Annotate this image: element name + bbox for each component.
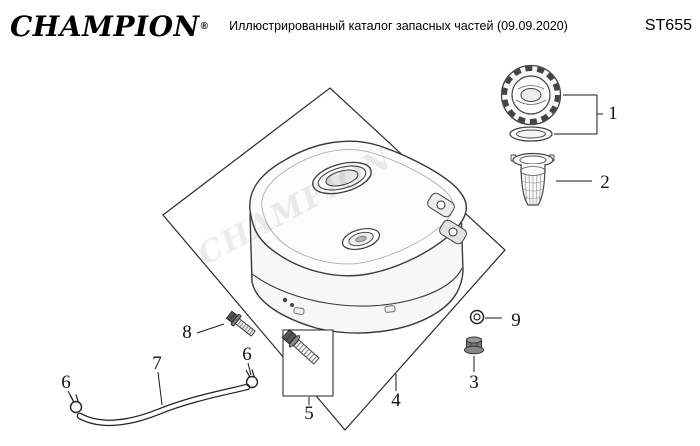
tank-mounting-tabs [427,192,467,245]
tank-filler-neck [312,161,372,195]
part-nut [464,336,484,355]
model-number: ST655 [644,17,692,34]
part-fuel-filter [510,152,555,206]
tank-outlet-port [341,227,381,251]
part-label-4: 4 [391,390,401,411]
part-clamp-upper [245,369,259,389]
registered-mark: ® [200,21,208,33]
part-label-7: 7 [152,353,162,374]
part-cap-gasket [509,126,553,142]
catalog-title: Иллюстрированный каталог запасных частей… [229,19,568,33]
part-labels: 1 2 3 4 5 6 6 7 8 9 [61,103,618,424]
part-washer [469,309,485,325]
part-label-9: 9 [511,310,521,331]
leader-lines [67,94,603,406]
part-label-1: 1 [608,103,618,124]
part-fuel-cap [500,64,562,126]
part-label-5: 5 [304,403,314,424]
part-label-8: 8 [182,322,192,343]
champion-logo-text: CHAMPION [10,9,200,43]
part-hose [76,383,251,427]
part-label-6-lower: 6 [61,372,71,393]
part-fuel-tank [249,140,467,334]
part-bolt [225,310,256,337]
page-header: CHAMPION® Иллюстрированный каталог запас… [0,0,700,50]
part-fitting-box [281,328,334,397]
champion-logo: CHAMPION® [10,10,215,43]
part-fitting [281,328,320,365]
part-label-3: 3 [469,372,479,393]
parts-diagram: CHAMPION [61,64,618,431]
part-label-2: 2 [600,172,610,193]
part-label-6-upper: 6 [242,344,252,365]
